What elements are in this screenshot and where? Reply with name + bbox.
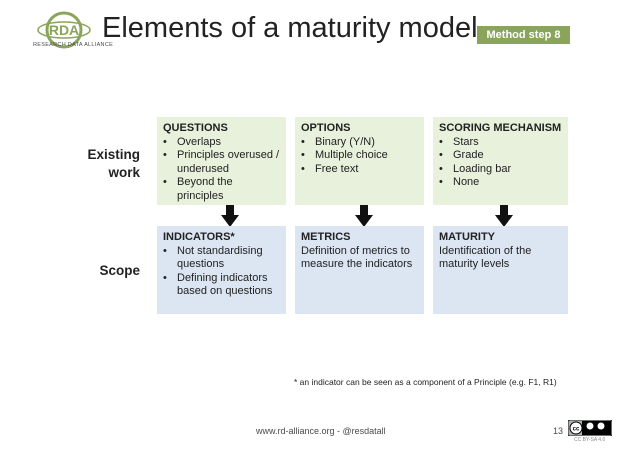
options-heading: OPTIONS [301, 122, 351, 134]
indicators-box: INDICATORS* Not standardising questions … [157, 226, 286, 314]
svg-text:cc: cc [573, 427, 580, 433]
options-list: Binary (Y/N) Multiple choice Free text [301, 136, 418, 177]
list-item: Defining indicators based on questions [163, 272, 280, 299]
footnote: * an indicator can be seen as a componen… [294, 377, 557, 387]
logo-text: RDA [49, 22, 79, 38]
indicators-list: Not standardising questions Defining ind… [163, 245, 280, 299]
list-item: Loading bar [439, 163, 562, 177]
list-item: Free text [301, 163, 418, 177]
existing-label-line-1: Existing [87, 147, 140, 162]
cc-license-icon: cc [568, 420, 612, 436]
existing-work-label: Existing work [86, 146, 140, 182]
options-box: OPTIONS Binary (Y/N) Multiple choice Fre… [295, 117, 424, 205]
method-step-badge: Method step 8 [477, 26, 570, 44]
logo-subtext: RESEARCH DATA ALLIANCE [33, 42, 114, 48]
list-item: Principles overused / underused [163, 149, 280, 176]
existing-label-line-2: work [108, 165, 140, 180]
metrics-box: METRICS Definition of metrics to measure… [295, 226, 424, 314]
list-item: Beyond the principles [163, 176, 280, 203]
scope-label: Scope [99, 263, 140, 278]
list-item: None [439, 176, 562, 190]
list-item: Binary (Y/N) [301, 136, 418, 150]
down-arrow-icon [221, 205, 239, 227]
page-number: 13 [553, 426, 564, 436]
down-arrow-icon [355, 205, 373, 227]
down-arrow-icon [495, 205, 513, 227]
scoring-heading: SCORING MECHANISM [439, 122, 562, 134]
indicators-heading: INDICATORS* [163, 231, 235, 243]
questions-box: QUESTIONS Overlaps Principles overused /… [157, 117, 286, 205]
footer-url[interactable]: www.rd-alliance.org - @resdatall [256, 426, 386, 436]
metrics-text: Definition of metrics to measure the ind… [301, 244, 413, 271]
questions-list: Overlaps Principles overused / underused… [163, 136, 280, 204]
license-text: CC BY-SA 4.0 [574, 437, 606, 443]
page-title: Elements of a maturity model [102, 12, 478, 44]
rda-logo: RDA [37, 11, 91, 49]
list-item: Stars [439, 136, 562, 150]
scoring-mechanism-box: SCORING MECHANISM Stars Grade Loading ba… [433, 117, 568, 205]
metrics-heading: METRICS [301, 231, 351, 243]
questions-heading: QUESTIONS [163, 122, 228, 134]
list-item: Multiple choice [301, 149, 418, 163]
maturity-heading: MATURITY [439, 231, 496, 243]
maturity-box: MATURITY Identification of the maturity … [433, 226, 568, 314]
maturity-text: Identification of the maturity levels [439, 244, 532, 271]
list-item: Grade [439, 149, 562, 163]
list-item: Overlaps [163, 136, 280, 150]
scoring-list: Stars Grade Loading bar None [439, 136, 562, 190]
list-item: Not standardising questions [163, 245, 280, 272]
